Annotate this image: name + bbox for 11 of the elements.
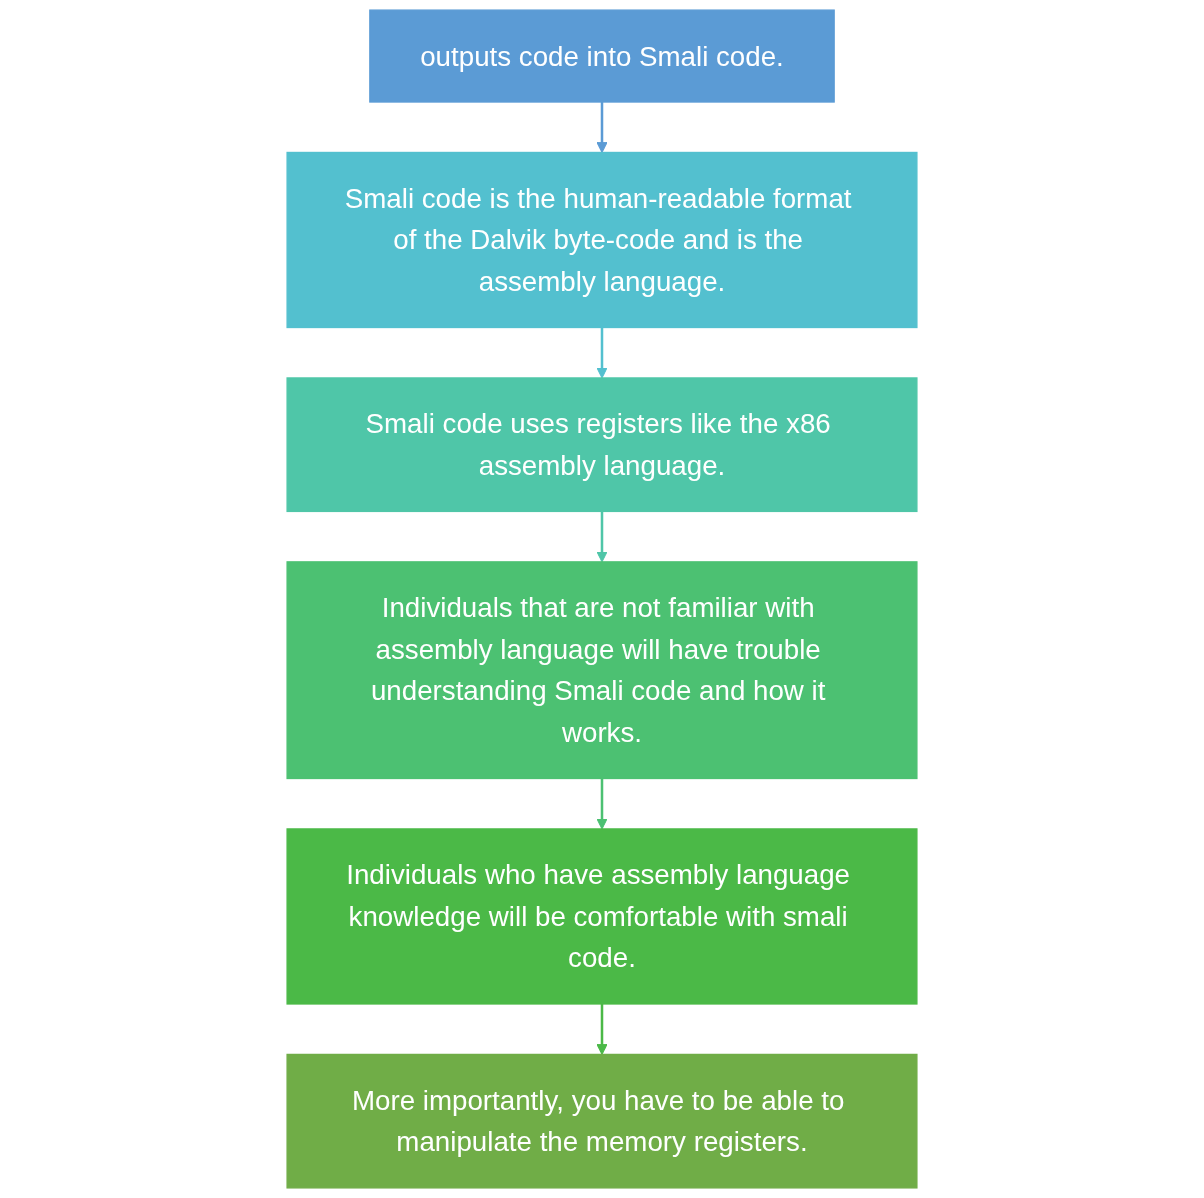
node-box: Smali code uses registers like the x86 assembly language. xyxy=(286,377,918,513)
node-box: Smali code is the human-readable format of the Dalvik byte-code and is the assembly language. xyxy=(286,151,918,329)
node-box: outputs code into Smali code. xyxy=(369,9,835,103)
node-box: Individuals who have assembly language knowledge will be comfortable with smali code. xyxy=(286,828,918,1005)
node-box: More importantly, you have to be able to manipulate the memory registers. xyxy=(286,1053,918,1189)
arrow xyxy=(596,778,608,830)
arrow xyxy=(596,511,608,563)
arrow xyxy=(596,102,608,153)
node-box: Individuals that are not familiar with assembly language will have trouble understanding Smali code and how it works. xyxy=(286,561,918,780)
arrow xyxy=(596,1004,608,1055)
arrow xyxy=(596,327,608,379)
